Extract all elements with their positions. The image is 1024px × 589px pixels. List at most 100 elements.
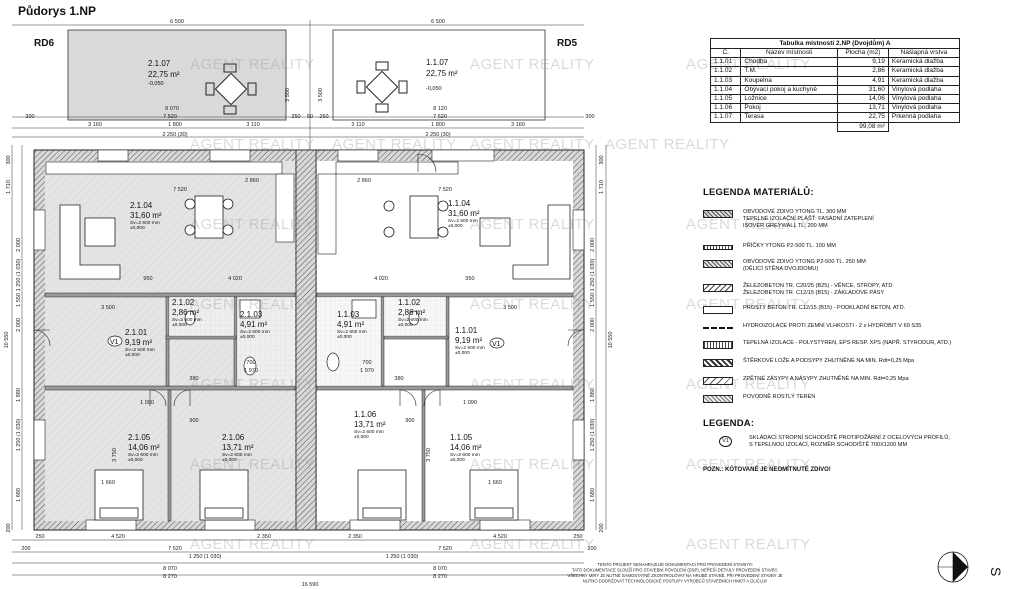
- dining-tables: [184, 195, 449, 239]
- dim-left: 1 710: [6, 180, 12, 194]
- dim-right: 200: [599, 523, 605, 532]
- dim-top: 3 160: [88, 122, 102, 128]
- legend-item: OBVODOVÉ ZDIVO YTONG P2-500 TL. 250 MM (…: [703, 259, 963, 273]
- dim-left: 2 000: [16, 238, 22, 252]
- legend-item: ZPĚTNÉ ZÁSYPY A NÁSYPY ZHUTNĚNÉ NA MIN. …: [703, 376, 963, 385]
- dim-bottom: 250: [35, 534, 44, 540]
- dim-top: 1 800: [168, 122, 182, 128]
- legend-item-text: TEPELNÁ IZOLACE - POLYSTYREN, EPS RESP. …: [743, 340, 952, 346]
- room-level: ±0,000: [130, 225, 145, 231]
- table-row: 1.1.06 Pokoj 13,71 Vinylová podlaha: [709, 103, 961, 114]
- legend-item: TEPELNÁ IZOLACE - POLYSTYREN, EPS RESP. …: [703, 340, 963, 349]
- terrain-swatch: [703, 395, 733, 403]
- footer-note-line: TENTO PROJEKT NENAHRAZUJE DOKUMENTACI PR…: [597, 562, 752, 567]
- dim-inner: 3 750: [112, 448, 118, 462]
- room-level: ±0,000: [398, 322, 413, 328]
- room-area: 9,19 m²: [455, 336, 482, 345]
- room-id: 2.1.06: [222, 433, 245, 442]
- room-clear-height: Sv=2 600 mm: [125, 347, 155, 353]
- windows: [33, 149, 585, 531]
- dim-bottom: 1 250 (1 030): [189, 554, 222, 560]
- dim-top: 3 500: [285, 88, 291, 102]
- dim-bottom: 2 350: [348, 534, 362, 540]
- table-row: 1.1.07 Terasa 22,75 Prkenná podlaha: [709, 112, 961, 123]
- table-cell: 1.1.02: [709, 66, 742, 77]
- dim-right: 2 000: [590, 238, 596, 252]
- dim-left: 1 550: [16, 293, 22, 307]
- dim-inner: 1 970: [360, 368, 374, 374]
- dim-bottom: 250: [573, 534, 582, 540]
- dim-top: 7 520: [163, 114, 177, 120]
- table-cell: Keramická dlažba: [887, 57, 961, 68]
- dim-inner: 3 750: [426, 448, 432, 462]
- legend-item-text: PROSTÝ BETON TR. C12/15 (B15) - PODKLADN…: [743, 305, 906, 311]
- terrace-table-right: [356, 61, 408, 113]
- terrace-right: [332, 29, 546, 121]
- dim-inner: 3 500: [101, 305, 115, 311]
- dim-inner: 950: [465, 276, 474, 282]
- room-level: ±0,000: [354, 434, 369, 440]
- room-level: ±0,000: [448, 223, 463, 229]
- room-level: ±0,000: [125, 352, 140, 358]
- room-level: -0,050: [148, 81, 164, 87]
- room-clear-height: Sv=2 600 mm: [354, 429, 384, 435]
- legend: LEGENDA: V1 SKLÁDACÍ STROPNÍ SCHODIŠTĚ P…: [703, 418, 1003, 473]
- footer-note-line: NUTNO DODRŽOVAT TECHNOLOGICKÉ POSTUPY VÝ…: [583, 579, 768, 584]
- dim-top: 6 500: [431, 19, 445, 25]
- room-id: 1.1.05: [450, 433, 473, 442]
- room-table-title: Tabulka místností 2.NP (Dvojdům) A: [710, 38, 960, 48]
- dim-bottom: 8 270: [433, 574, 447, 580]
- drawing-title: Půdorys 1.NP: [18, 4, 96, 18]
- table-cell: Terasa: [740, 112, 838, 123]
- legend-item: HYDROIZOLACE PROTI ZEMNÍ VLHKOSTI - 2 x …: [703, 323, 963, 330]
- dim-right: 10 550: [608, 332, 614, 349]
- watermark: AGENT REALITY: [686, 216, 811, 233]
- legend-title: LEGENDA:: [703, 418, 755, 429]
- room-level: ±0,000: [455, 350, 470, 356]
- table-cell: 14,06: [836, 93, 889, 105]
- north-label: S: [988, 567, 1004, 576]
- legend-item: ŠTĚRKOVÉ LOŽE A PODSYPY ZHUTNĚNÉ NA MIN.…: [703, 358, 963, 367]
- sofas: [59, 204, 571, 280]
- table-cell: 1.1.07: [709, 112, 742, 123]
- dim-top: 250: [291, 114, 300, 120]
- dim-top: 8 070: [165, 106, 179, 112]
- dim-bottom: 8 070: [433, 566, 447, 572]
- table-cell: Koupelna: [740, 75, 838, 86]
- dim-left: 300: [6, 155, 12, 164]
- dim-inner: 700: [246, 360, 255, 366]
- room-id: 2.1.02: [172, 298, 195, 307]
- watermark: AGENT REALITY: [470, 216, 595, 233]
- room-id: 2.1.03: [240, 310, 263, 319]
- legend-item-text: POVODNĚ ROSTLÝ TERÉN: [743, 394, 816, 400]
- stair-tag: V1: [492, 341, 501, 348]
- footer-note-line: TATO DOKUMENTACE SLOUŽÍ PRO STAVEBNÍ POV…: [572, 568, 778, 573]
- dim-top: 8 120: [433, 106, 447, 112]
- table-cell: 1.1.04: [709, 84, 742, 95]
- watermark: AGENT REALITY: [470, 456, 595, 473]
- dim-top: 7 520: [433, 114, 447, 120]
- watermark: AGENT REALITY: [190, 296, 315, 313]
- dim-left: 1 880: [16, 388, 22, 402]
- dim-top: 50: [307, 114, 313, 120]
- stair-symbol: V1: [719, 436, 732, 447]
- table-header: Nášlapná vrstva: [887, 47, 961, 59]
- table-cell: 31,60: [836, 84, 889, 95]
- table-header: Č.: [709, 47, 742, 59]
- room-clear-height: Sv=2 600 mm: [448, 218, 478, 224]
- party-wall-swatch: [703, 260, 733, 268]
- table-cell: 4,91: [836, 75, 889, 86]
- dim-inner: 7 520: [173, 187, 187, 193]
- room-id: 2.1.07: [148, 59, 171, 68]
- materials-legend-title: LEGENDA MATERIÁLŮ:: [703, 187, 814, 198]
- plain-concrete-swatch: [703, 306, 733, 314]
- table-row: 1.1.03 Koupelna 4,91 Keramická dlažba: [709, 75, 961, 86]
- dim-top: 3 160: [511, 122, 525, 128]
- room-area: 14,06 m²: [450, 443, 482, 452]
- concrete-swatch: [703, 284, 733, 292]
- watermark: AGENT REALITY: [470, 56, 595, 73]
- watermark: AGENT REALITY: [470, 376, 595, 393]
- dim-right: 1 250 (1 030): [590, 258, 596, 291]
- dim-inner: 7 520: [438, 187, 452, 193]
- house-label-left: RD6: [34, 38, 54, 49]
